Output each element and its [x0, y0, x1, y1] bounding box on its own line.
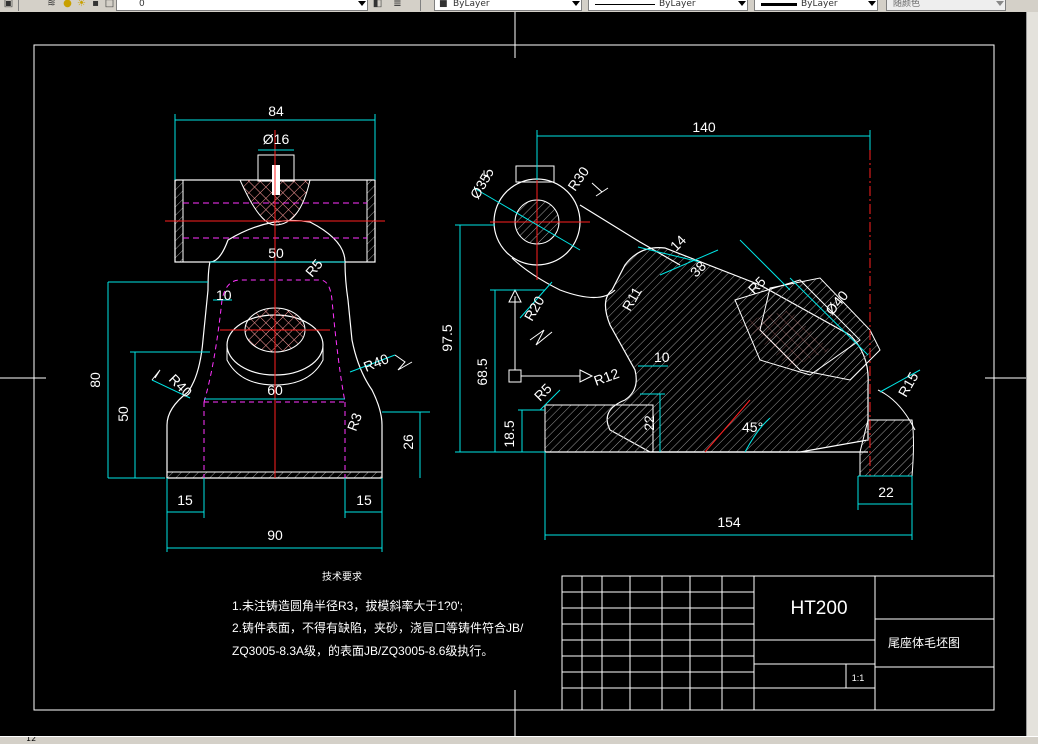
plotstyle-dropdown-value: 随颜色	[893, 0, 921, 9]
dim-97-5: 97.5	[439, 324, 455, 351]
lightbulb-icon[interactable]: ●	[63, 0, 72, 9]
dim-84: 84	[268, 103, 284, 119]
dim-r20: R20	[521, 293, 548, 323]
side-view	[455, 130, 921, 540]
notes-line1: 1.未注铸造圆角半径R3，拔模斜率大于1?0';	[232, 598, 463, 613]
scale-label: 1:1	[852, 673, 865, 683]
layer-stack-icon[interactable]: ≋	[47, 0, 56, 9]
dim-50: 50	[268, 245, 284, 261]
toolbar-separator	[18, 0, 19, 11]
dim-10: 10	[654, 349, 670, 365]
dim-10: 10	[216, 287, 232, 303]
dim-50v: 50	[115, 406, 131, 422]
dim-15-right: 15	[356, 492, 372, 508]
layer-manager-icon[interactable]: ▣	[3, 0, 14, 9]
chevron-down-icon	[572, 1, 580, 6]
lineweight-preview	[761, 3, 797, 6]
drawing-frame	[33, 44, 995, 711]
lineweight-dropdown-value: ByLayer	[801, 0, 838, 9]
dim-r15: R15	[895, 369, 922, 399]
plotstyle-dropdown[interactable]: 随颜色	[886, 0, 1006, 11]
dim-22-mid: 22	[641, 415, 657, 431]
dim-60: 60	[267, 382, 283, 398]
crosshair-cursor	[0, 12, 1026, 736]
status-left-text: 12	[26, 736, 37, 743]
dim-r5-bottom: R5	[531, 380, 555, 404]
properties-toolbar: ▣ ≋ ● ☀ ▪ □ 0 ◧ ≣ ■ ByLayer ByLayer ByLa…	[0, 0, 1038, 13]
notes-title: 技术要求	[322, 570, 362, 583]
make-current-layer-icon[interactable]: ◧	[372, 0, 383, 9]
dim-90: 90	[267, 527, 283, 543]
toolbar-separator	[420, 0, 421, 11]
dim-45: 45°	[742, 419, 763, 435]
title-block	[561, 575, 995, 711]
dim-68-5: 68.5	[474, 358, 490, 385]
color-dropdown[interactable]: ■ ByLayer	[434, 0, 582, 11]
dim-26: 26	[400, 434, 416, 450]
color-swatch-icon: ■	[439, 0, 448, 9]
notes-line2: 2.铸件表面，不得有缺陷，夹砂，浇冒口等铸件符合JB/	[232, 620, 524, 635]
front-view	[107, 114, 430, 552]
dim-r40-right: R40	[361, 350, 391, 375]
color-dropdown-value: ByLayer	[453, 0, 490, 9]
vertical-scrollbar[interactable]	[1026, 12, 1038, 736]
dim-r30: R30	[564, 163, 592, 193]
chevron-down-icon	[996, 1, 1004, 6]
linetype-preview	[595, 4, 655, 5]
dim-154: 154	[717, 514, 741, 530]
part-name-label: 尾座体毛坯图	[888, 635, 960, 650]
chevron-down-icon	[868, 1, 876, 6]
dim-r5: R5	[302, 256, 326, 280]
linetype-dropdown[interactable]: ByLayer	[588, 0, 748, 11]
chevron-down-icon	[738, 1, 746, 6]
chevron-down-icon	[358, 1, 366, 6]
color-swatch-icon[interactable]: □	[104, 0, 115, 9]
dim-r12: R12	[592, 365, 622, 389]
dim-15-left: 15	[177, 492, 193, 508]
lock-icon[interactable]: ▪	[92, 0, 99, 9]
dim-r3: R3	[344, 411, 365, 433]
dim-18-5: 18.5	[501, 420, 517, 447]
dim-phi16: Ø16	[263, 131, 290, 147]
sun-icon[interactable]: ☀	[77, 0, 86, 9]
dim-r40-left: R40	[166, 371, 196, 401]
dim-22-right: 22	[878, 484, 894, 500]
dim-140: 140	[692, 119, 716, 135]
linetype-dropdown-value: ByLayer	[659, 0, 696, 9]
layer-previous-icon[interactable]: ≣	[393, 0, 402, 9]
lineweight-dropdown[interactable]: ByLayer	[754, 0, 878, 11]
status-bar: 12	[0, 736, 1038, 744]
layer-dropdown[interactable]: 0	[116, 0, 368, 11]
dim-5: 5	[480, 169, 496, 177]
dim-80: 80	[87, 372, 103, 388]
material-label: HT200	[790, 598, 847, 619]
drawing-canvas[interactable]: 84 Ø16 50 R5 10 R40 R40 60 80 50 R3 26 1…	[0, 12, 1026, 736]
layer-dropdown-value: 0	[139, 0, 145, 9]
notes-line3: ZQ3005-8.3A级，的表面JB/ZQ3005-8.6级执行。	[232, 643, 493, 658]
